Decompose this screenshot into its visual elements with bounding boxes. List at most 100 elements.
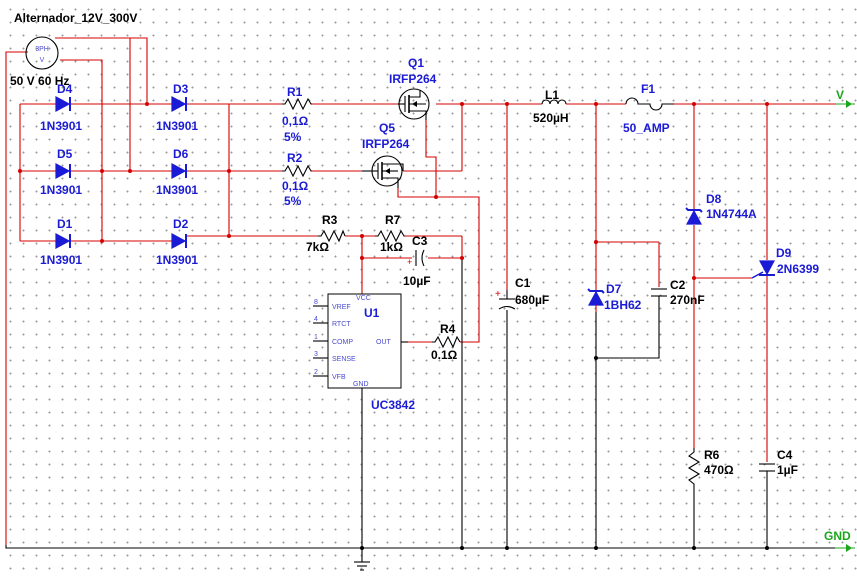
d5-model: 1N3901 — [40, 183, 82, 197]
c1-ref: C1 — [515, 276, 531, 290]
r1-ref: R1 — [287, 85, 303, 99]
r4-ref: R4 — [440, 322, 456, 336]
mosfet-q5[interactable] — [362, 155, 404, 188]
svg-text:+: + — [407, 257, 412, 267]
d4-ref: D4 — [57, 82, 73, 96]
r2-value: 0,1Ω — [282, 179, 309, 193]
output-terminal[interactable] — [836, 100, 855, 108]
d7-model: 1BH62 — [604, 298, 642, 312]
ground-wires — [5, 258, 835, 562]
zener-d7[interactable] — [587, 288, 605, 312]
resistor-r3[interactable] — [318, 229, 346, 243]
gnd-label: GND — [824, 529, 851, 543]
q5-ref: Q5 — [379, 121, 395, 135]
pin-gnd: GND — [353, 381, 369, 388]
diode-d5[interactable] — [55, 163, 71, 179]
pin-vref: VREF — [332, 304, 351, 311]
diode-d4[interactable] — [55, 96, 71, 112]
junctions — [18, 102, 769, 280]
c4-value: 1µF — [777, 463, 798, 477]
scr-d9[interactable] — [751, 260, 776, 279]
pin-vcc: VCC — [356, 295, 371, 302]
pin-sense: SENSE — [332, 356, 356, 363]
d2-model: 1N3901 — [156, 253, 198, 267]
r3-ref: R3 — [322, 213, 338, 227]
capacitor-c4[interactable] — [759, 463, 775, 478]
d1-model: 1N3901 — [40, 253, 82, 267]
f1-value: 50_AMP — [623, 121, 670, 135]
r3-value: 7kΩ — [306, 240, 329, 254]
c3-value: 10µF — [403, 274, 431, 288]
l1-ref: L1 — [545, 88, 559, 102]
f1-ref: F1 — [641, 82, 655, 96]
source-value: 50 V 60 Hz — [10, 74, 69, 88]
three-phase-source[interactable]: 3PH V — [25, 36, 59, 70]
diode-d6[interactable] — [171, 163, 187, 179]
ground-junctions — [360, 356, 769, 550]
d6-ref: D6 — [173, 147, 189, 161]
c3-ref: C3 — [412, 234, 428, 248]
fuse-f1[interactable] — [625, 97, 674, 111]
source-symbol: 3PH — [35, 46, 49, 53]
d6-model: 1N3901 — [156, 183, 198, 197]
pin-out: OUT — [376, 339, 392, 346]
svg-text:+: + — [495, 289, 501, 300]
d9-model: 2N6399 — [777, 262, 819, 276]
q1-model: IRFP264 — [389, 72, 437, 86]
pin-num-2: 2 — [314, 369, 318, 376]
ground-symbol — [354, 561, 370, 571]
capacitor-c1[interactable]: + — [495, 289, 516, 310]
pin-num-1: 1 — [314, 334, 318, 341]
r7-ref: R7 — [385, 213, 401, 227]
d4-model: 1N3901 — [40, 119, 82, 133]
svg-text:V: V — [40, 57, 45, 64]
zener-d8[interactable] — [685, 207, 703, 225]
pin-vfb: VFB — [332, 374, 346, 381]
diode-d1[interactable] — [55, 233, 71, 249]
pin-num-4: 4 — [314, 316, 318, 323]
wires — [5, 37, 836, 545]
inductor-l1[interactable] — [541, 99, 567, 105]
l1-value: 520µH — [533, 111, 569, 125]
gnd-terminal[interactable] — [835, 544, 855, 552]
diode-d3[interactable] — [171, 96, 187, 112]
u1-model: UC3842 — [371, 398, 415, 412]
r6-value: 470Ω — [704, 463, 734, 477]
source-name: Alternador_12V_300V — [14, 11, 137, 25]
c2-ref: C2 — [670, 278, 686, 292]
resistor-r1[interactable] — [282, 97, 312, 111]
diode-d2[interactable] — [171, 233, 187, 249]
output-label: V — [836, 88, 844, 102]
c1-value: 680µF — [515, 293, 549, 307]
q5-model: IRFP264 — [362, 137, 410, 151]
resistor-r2[interactable] — [282, 164, 312, 178]
r7-value: 1kΩ — [380, 240, 403, 254]
r2-ref: R2 — [287, 151, 303, 165]
c4-ref: C4 — [777, 448, 793, 462]
q1-ref: Q1 — [408, 56, 424, 70]
d8-ref: D8 — [706, 192, 722, 206]
r6-ref: R6 — [704, 448, 720, 462]
d1-ref: D1 — [57, 217, 73, 231]
capacitor-c2[interactable] — [651, 288, 667, 302]
mosfet-q1[interactable] — [398, 88, 430, 120]
pin-rtct: RTCT — [332, 321, 351, 328]
d5-ref: D5 — [57, 147, 73, 161]
ic-u1[interactable]: VREF RTCT COMP SENSE VFB 8 4 1 3 2 VCC O… — [313, 293, 408, 389]
r1-value: 0,1Ω — [282, 114, 309, 128]
resistor-r4[interactable] — [432, 335, 461, 349]
c2-value: 270nF — [670, 293, 705, 307]
d7-ref: D7 — [606, 282, 622, 296]
r4-value: 0.1Ω — [431, 348, 458, 362]
resistor-r7[interactable] — [375, 229, 405, 243]
capacitor-c3[interactable]: + — [407, 249, 425, 267]
d3-model: 1N3901 — [156, 119, 198, 133]
resistor-r6[interactable] — [687, 448, 701, 490]
d3-ref: D3 — [173, 82, 189, 96]
u1-ref: U1 — [364, 306, 380, 320]
d9-ref: D9 — [776, 246, 792, 260]
pin-num-8: 8 — [314, 299, 318, 306]
pin-comp: COMP — [332, 339, 353, 346]
